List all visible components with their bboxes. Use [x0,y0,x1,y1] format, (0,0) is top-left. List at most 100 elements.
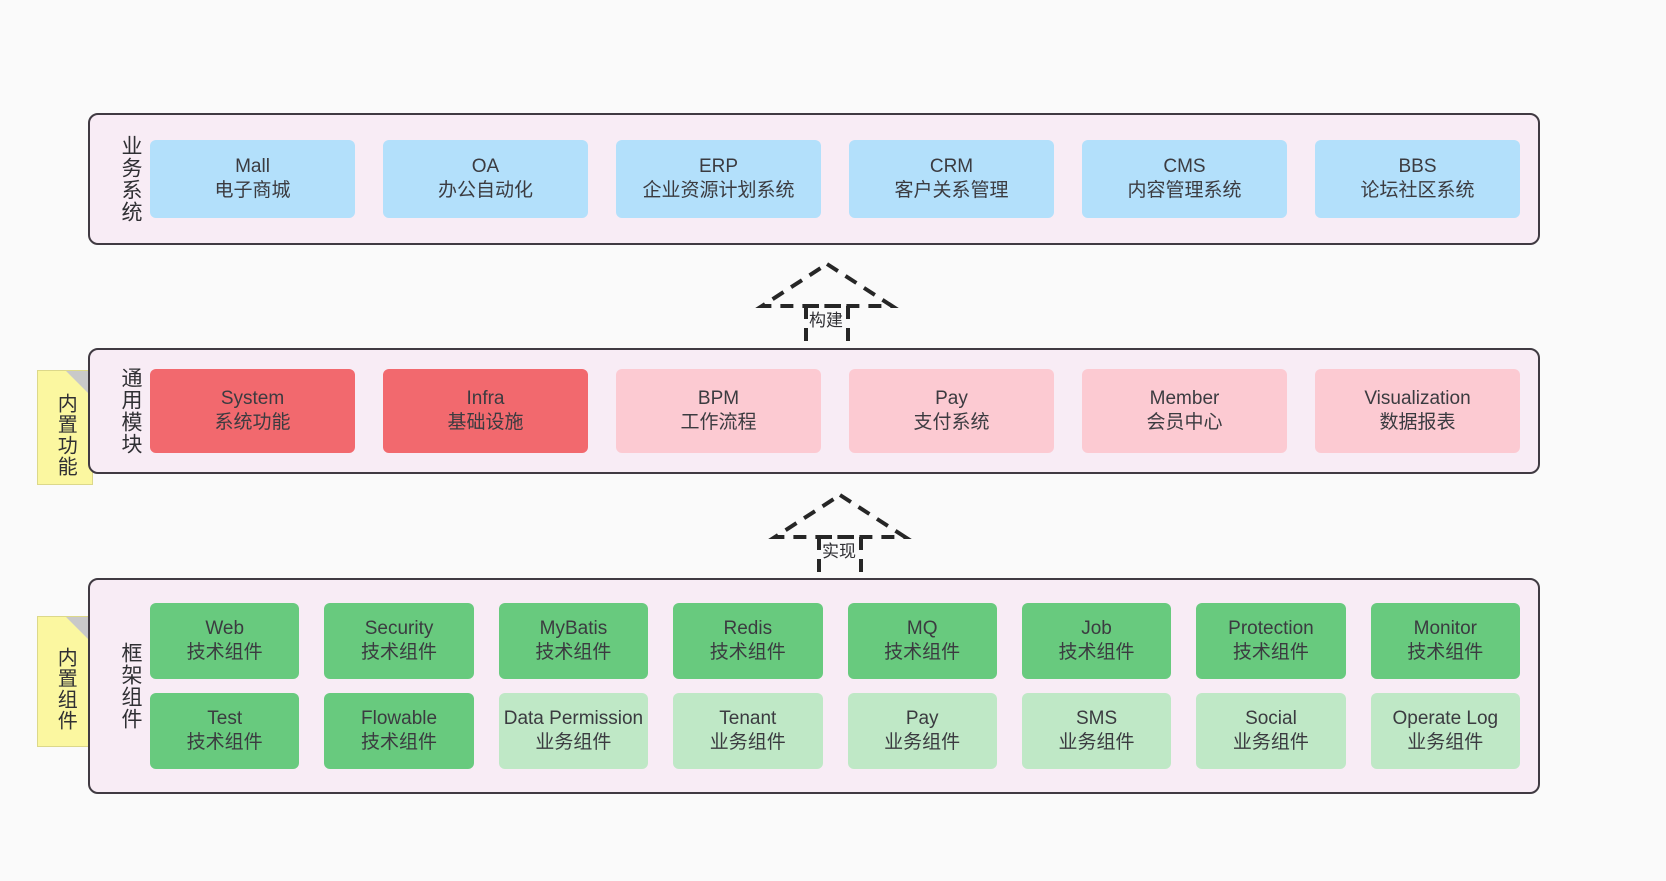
card-pay-component-desc: 业务组件 [884,732,961,753]
card-job-desc: 技术组件 [1058,642,1135,663]
card-visualization-name: Visualization [1364,387,1471,409]
layer-business-systems-title: 业务系统 [119,135,142,223]
card-operate-log-desc: 业务组件 [1407,732,1484,753]
card-mall-name: Mall [235,155,270,177]
framework-row-business: Test 技术组件 Flowable 技术组件 Data Permission … [150,693,1520,769]
card-mall-desc: 电子商城 [214,180,291,201]
card-job[interactable]: Job 技术组件 [1021,603,1172,679]
card-social[interactable]: Social 业务组件 [1196,693,1346,769]
note-fold-corner-icon [66,371,92,397]
card-pay-component[interactable]: Pay 业务组件 [847,693,997,769]
card-bbs[interactable]: BBS 论坛社区系统 [1315,140,1520,218]
card-oa[interactable]: OA 办公自动化 [383,140,588,218]
layer-framework-components: 框架组件 Web 技术组件 Security 技术组件 MyBatis 技术组件… [88,578,1540,794]
card-web-desc: 技术组件 [186,642,263,663]
card-job-name: Job [1081,617,1112,639]
card-security-name: Security [364,617,434,639]
card-mybatis-name: MyBatis [539,617,608,639]
card-mq-desc: 技术组件 [884,642,961,663]
framework-row-technical: Web 技术组件 Security 技术组件 MyBatis 技术组件 Redi… [150,603,1520,679]
note-builtin-features: 内置功能 [37,370,93,485]
card-redis[interactable]: Redis 技术组件 [673,603,823,679]
card-mq-name: MQ [906,617,938,639]
layer-framework-components-body: Web 技术组件 Security 技术组件 MyBatis 技术组件 Redi… [142,580,1538,792]
card-sms[interactable]: SMS 业务组件 [1021,693,1172,769]
card-redis-name: Redis [723,617,773,639]
card-mq[interactable]: MQ 技术组件 [847,603,997,679]
card-flowable-name: Flowable [361,707,438,729]
card-test[interactable]: Test 技术组件 [150,693,300,769]
card-redis-desc: 技术组件 [709,642,786,663]
card-sms-desc: 业务组件 [1058,732,1135,753]
card-social-name: Social [1245,707,1297,729]
card-bpm[interactable]: BPM 工作流程 [616,369,821,453]
card-member[interactable]: Member 会员中心 [1082,369,1287,453]
card-system-desc: 系统功能 [214,412,291,433]
card-system-name: System [220,387,285,409]
card-oa-name: OA [471,155,500,177]
card-operate-log[interactable]: Operate Log 业务组件 [1370,693,1520,769]
card-protection-name: Protection [1228,617,1314,639]
layer-business-systems-body: Mall 电子商城 OA 办公自动化 ERP 企业资源计划系统 CRM 客户关系… [142,115,1538,243]
card-visualization[interactable]: Visualization 数据报表 [1315,369,1520,453]
connector-build: 构建 [752,258,902,350]
card-crm-name: CRM [929,155,974,177]
business-systems-row: Mall 电子商城 OA 办公自动化 ERP 企业资源计划系统 CRM 客户关系… [150,140,1520,218]
card-bbs-name: BBS [1398,155,1437,177]
card-erp[interactable]: ERP 企业资源计划系统 [616,140,821,218]
card-test-desc: 技术组件 [186,732,263,753]
connector-implement: 实现 [765,489,915,581]
card-erp-name: ERP [698,155,739,177]
card-pay-component-name: Pay [905,707,939,729]
card-web[interactable]: Web 技术组件 [150,603,300,679]
card-cms[interactable]: CMS 内容管理系统 [1082,140,1287,218]
connector-implement-shape [768,492,912,579]
card-data-permission-desc: 业务组件 [535,732,612,753]
card-mall[interactable]: Mall 电子商城 [150,140,355,218]
card-operate-log-name: Operate Log [1392,707,1499,729]
note-builtin-components: 内置组件 [37,616,93,747]
card-mybatis[interactable]: MyBatis 技术组件 [498,603,649,679]
card-web-name: Web [205,617,245,639]
card-oa-desc: 办公自动化 [437,180,533,201]
card-visualization-desc: 数据报表 [1379,412,1456,433]
connector-build-shape [755,261,899,348]
card-flowable[interactable]: Flowable 技术组件 [324,693,474,769]
card-protection-desc: 技术组件 [1232,642,1309,663]
card-crm[interactable]: CRM 客户关系管理 [849,140,1054,218]
note-builtin-features-label: 内置功能 [54,392,77,477]
card-social-desc: 业务组件 [1232,732,1309,753]
card-pay-module-name: Pay [935,387,968,409]
layer-framework-components-title: 框架组件 [119,642,142,730]
card-cms-desc: 内容管理系统 [1127,180,1242,201]
card-cms-name: CMS [1163,155,1206,177]
card-infra[interactable]: Infra 基础设施 [383,369,588,453]
card-erp-desc: 企业资源计划系统 [642,180,795,201]
card-infra-desc: 基础设施 [447,412,524,433]
card-bpm-desc: 工作流程 [680,412,757,433]
card-tenant[interactable]: Tenant 业务组件 [673,693,823,769]
card-monitor-desc: 技术组件 [1407,642,1484,663]
card-monitor[interactable]: Monitor 技术组件 [1370,603,1520,679]
card-security[interactable]: Security 技术组件 [324,603,474,679]
card-sms-name: SMS [1075,707,1118,729]
card-member-desc: 会员中心 [1146,412,1223,433]
card-crm-desc: 客户关系管理 [894,180,1009,201]
card-member-name: Member [1149,387,1220,409]
card-data-permission[interactable]: Data Permission 业务组件 [498,693,649,769]
layer-business-systems: 业务系统 Mall 电子商城 OA 办公自动化 ERP 企业资源计划系统 CRM… [88,113,1540,245]
card-tenant-name: Tenant [719,707,777,729]
card-mybatis-desc: 技术组件 [535,642,612,663]
layer-common-modules-title: 通用模块 [119,367,142,455]
note-builtin-components-label: 内置组件 [54,646,77,731]
card-system[interactable]: System 系统功能 [150,369,355,453]
card-flowable-desc: 技术组件 [361,732,438,753]
card-pay-module-desc: 支付系统 [913,412,990,433]
card-infra-name: Infra [466,387,505,409]
connector-implement-label: 实现 [822,542,856,561]
card-pay-module[interactable]: Pay 支付系统 [849,369,1054,453]
card-protection[interactable]: Protection 技术组件 [1196,603,1346,679]
card-bbs-desc: 论坛社区系统 [1360,180,1475,201]
card-bpm-name: BPM [697,387,740,409]
